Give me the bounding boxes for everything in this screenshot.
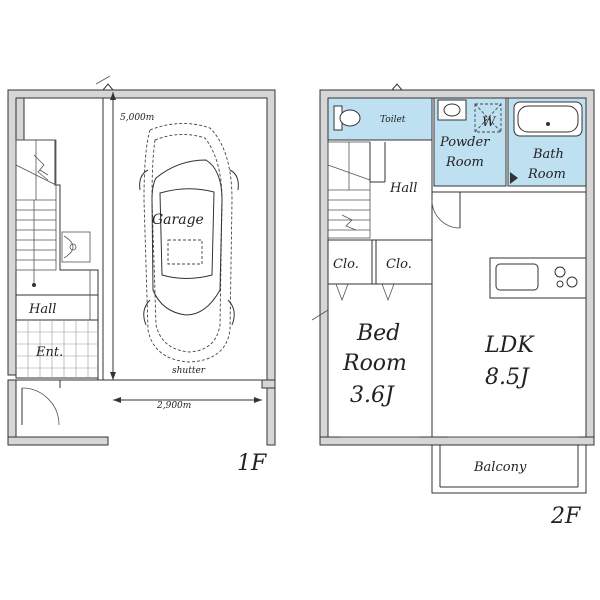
depth-dimension-label: 5,000m [120,113,154,123]
ldk-size-label: 8.5J [485,365,530,390]
floor1-top-left-notch [15,97,25,141]
floor1-entrance-door [21,380,61,426]
floor2-side-marker-icon [311,309,329,321]
floor2-bottom-wall [319,436,595,446]
width-dimension-label: 2,900m [156,401,191,411]
car-icon [139,123,239,363]
bath-label: Bath [532,147,564,162]
bath-room [507,97,587,187]
floor1-width-dimension [113,397,262,403]
powder-room-label: Powder [439,135,490,150]
shutter-label: shutter [172,366,206,376]
balcony [431,444,587,494]
floor1-bottom-wall [7,436,109,446]
floor1-hall [15,294,99,321]
floor1-outer-wall [7,89,276,446]
bedroom-label: Bed [356,321,400,346]
floor1-sink [61,231,91,263]
bedroom-label-2: Room [342,351,407,376]
floor1-depth-dimension [110,92,116,380]
bath-label-2: Room [527,167,566,182]
floor1-left-wall-lower [7,379,17,446]
floor-2-plan: Toilet W Powder Room Bath Room Hall Clo.… [311,83,595,529]
bedroom-size-label: 3.6J [350,383,395,408]
toilet-label: Toilet [380,115,406,125]
floor1-top-marker-icon [95,75,115,91]
ldk-label: LDK [484,333,535,358]
floor1-entrance [15,319,99,379]
floor2-hall-label: Hall [389,181,417,196]
floor2-level-label: 2F [550,504,581,529]
powder-room-label-2: Room [445,155,484,170]
entrance-label: Ent. [35,345,63,360]
floor2-top-marker-icon [390,83,404,91]
floor1-hall-label: Hall [28,302,56,317]
washer-label: W [482,115,497,130]
kitchen-counter [489,257,587,299]
powder-room [433,97,507,187]
closet-label-2: Clo. [386,257,412,272]
floor2-stairs [327,141,386,239]
floor1-right-front-pillar [261,379,276,389]
garage-label: Garage [152,212,204,228]
balcony-label: Balcony [473,460,527,475]
hall-door [431,199,461,229]
closet-label-1: Clo. [333,257,359,272]
floor1-level-label: 1F [237,451,267,476]
floor-1-plan: Garage Hall Ent. 5,000m 2,900m shutter 1… [7,75,276,476]
floor1-stairs [15,139,57,287]
toilet-room [327,97,433,141]
